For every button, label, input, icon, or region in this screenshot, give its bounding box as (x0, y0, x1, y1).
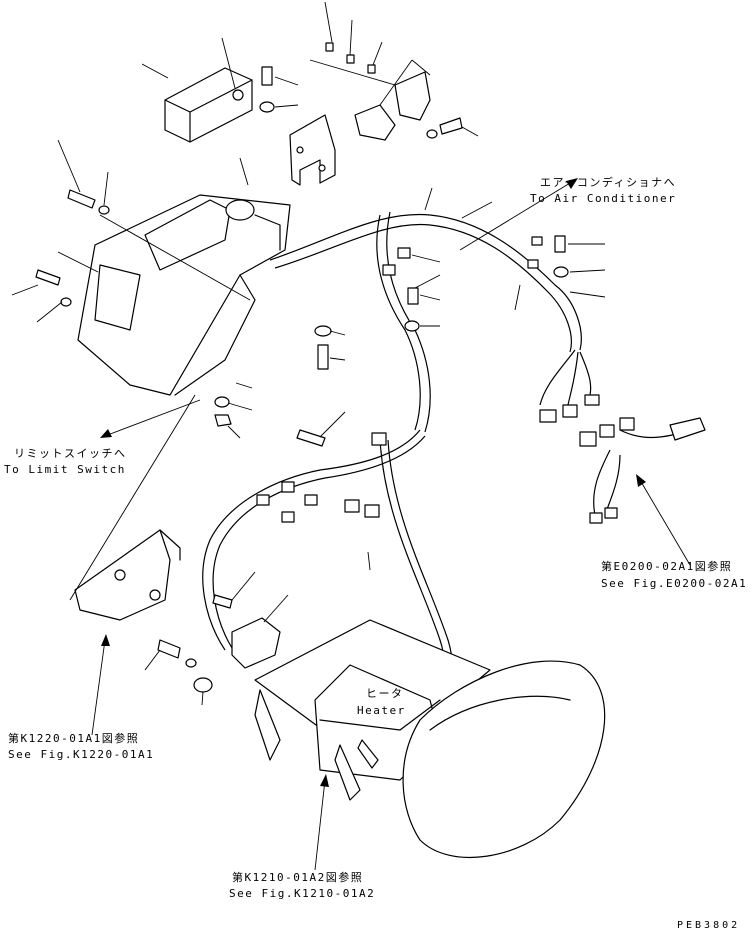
arrow-k1210-icon (320, 774, 329, 787)
label-ref-e0200-jp: 第E0200-02A1図参照 (601, 560, 733, 573)
mounting-bracket (289, 114, 336, 186)
label-ref-k1220-jp: 第K1220-01A1図参照 (8, 732, 140, 745)
arrow-limit-switch-icon (100, 429, 112, 438)
harness-clamp (354, 71, 431, 141)
arrow-air-conditioner-icon (566, 178, 578, 189)
label-heater-jp: ヒータ (366, 687, 404, 700)
label-heater-en: Heater (357, 704, 406, 717)
console-cover (77, 194, 291, 396)
label-air-conditioner-en: To Air Conditioner (530, 192, 677, 205)
label-limit-switch-en: To Limit Switch (4, 463, 126, 476)
label-ref-k1210-en: See Fig.K1210-01A2 (229, 887, 376, 900)
reference-arrows (91, 178, 691, 871)
drawing-code: PEB3802 (677, 920, 741, 931)
bolts-left (35, 189, 232, 427)
arrow-k1220-icon (101, 634, 110, 646)
label-ref-k1220-en: See Fig.K1220-01A1 (8, 748, 155, 761)
panel-box (164, 67, 253, 143)
bolts-right (296, 235, 569, 447)
connectors (256, 236, 706, 524)
lower-bracket (74, 529, 181, 621)
label-ref-k1210-jp: 第K1210-01A2図参照 (232, 871, 364, 884)
label-limit-switch-jp: リミットスイッチへ (14, 447, 127, 460)
label-air-conditioner-jp: エアーコンディショナへ (540, 176, 677, 189)
relay-unit (157, 594, 281, 693)
leader-lines (11, 1, 606, 706)
arrow-e0200-icon (636, 474, 646, 487)
heater-unit (254, 619, 606, 858)
label-ref-e0200-en: See Fig.E0200-02A1 (601, 577, 748, 590)
bolts-top (259, 42, 463, 139)
